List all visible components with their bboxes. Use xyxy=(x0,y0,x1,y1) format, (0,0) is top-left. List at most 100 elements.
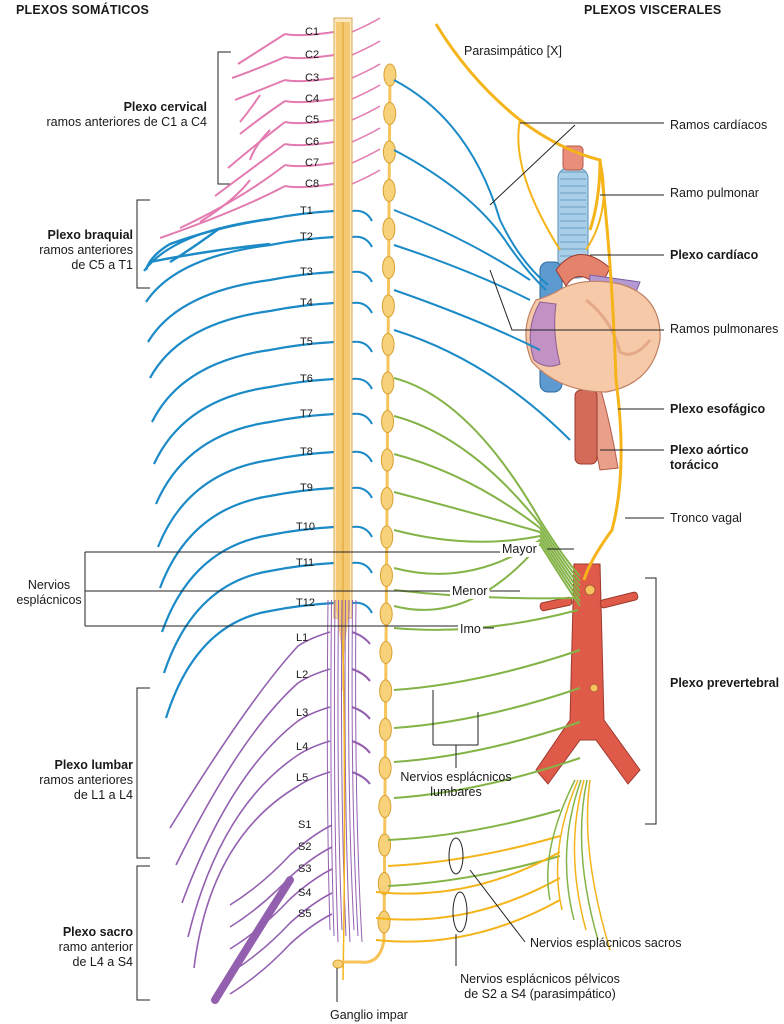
lumbar-nerve xyxy=(169,631,331,829)
greater-splanchnic-label: Mayor xyxy=(500,542,539,557)
leader-line xyxy=(469,869,526,943)
lumbar-plexus-label: Plexo lumbar ramos anteriores de L1 a L4 xyxy=(39,758,133,803)
segment-label-c8: C8 xyxy=(305,178,320,190)
sympathetic-ganglion xyxy=(380,448,394,472)
thoracic-ramus xyxy=(351,525,373,538)
thoracic-ramus xyxy=(351,377,373,390)
segment-label-s2: S2 xyxy=(298,841,312,853)
sympathetic-ganglion xyxy=(378,833,392,857)
renal-artery-right xyxy=(599,591,639,609)
cardiac-branches-label: Ramos cardíacos xyxy=(670,118,768,132)
cauda-equina-fiber xyxy=(355,599,363,943)
segment-label-c5: C5 xyxy=(305,114,320,126)
cervical-posterior-ramus xyxy=(351,63,381,79)
segment-label-l5: L5 xyxy=(296,772,309,784)
pelvic-splanchnic-nerve xyxy=(375,899,561,943)
cervical-root xyxy=(284,141,335,147)
esophageal-plexus-label: Plexo esofágico xyxy=(670,402,766,416)
thoracic-ramus xyxy=(351,601,373,614)
cauda-equina-fiber xyxy=(326,599,331,931)
thoracic-splanchnic-nerve xyxy=(393,415,581,582)
segment-label-c7: C7 xyxy=(305,157,320,169)
intercostal-nerve xyxy=(160,525,335,633)
parasympathetic-label: Parasimpático [X] xyxy=(464,44,562,58)
lumbar-nerve xyxy=(175,668,331,866)
cardiopulmonary-splanchnic-nerve xyxy=(393,244,531,301)
segment-label-t6: T6 xyxy=(300,373,313,385)
segment-label-t11: T11 xyxy=(296,557,315,569)
cardiopulmonary-splanchnic-nerve xyxy=(393,209,531,281)
sympathetic-ganglion xyxy=(377,872,391,895)
sympathetic-ganglion xyxy=(380,525,394,549)
segment-label-s4: S4 xyxy=(298,887,312,899)
brachial-plexus-desc1: ramos anteriores xyxy=(39,243,133,257)
cervical-posterior-ramus xyxy=(351,148,381,164)
pelvic-plexus-fiber xyxy=(565,779,582,921)
cervical-root xyxy=(284,162,335,168)
cervical-posterior-ramus xyxy=(351,17,381,33)
segment-label-t10: T10 xyxy=(296,521,315,533)
splanchnic-nerves-label: Nervios esplácnicos xyxy=(14,578,84,608)
thoracic-splanchnic-nerve xyxy=(393,542,581,611)
cardiopulmonary-splanchnic-nerve xyxy=(393,149,547,291)
brachial-plexus-desc2: de C5 a T1 xyxy=(71,258,133,272)
brachial-branch xyxy=(169,227,221,264)
thoracic-ramus xyxy=(351,450,373,463)
lumbar-ramus xyxy=(351,668,371,682)
cervical-plexus-label: Plexo cervical ramos anteriores de C1 a … xyxy=(47,100,208,130)
thoracic-aortic-plexus-label: Plexo aórtico torácico xyxy=(670,443,749,473)
cervical-branch xyxy=(179,164,286,229)
intercostal-nerve xyxy=(149,301,335,379)
segment-label-l4: L4 xyxy=(296,741,309,753)
splanchnic-nerves-line2: esplácnicos xyxy=(16,593,82,607)
lumbar-ramus xyxy=(351,706,371,720)
cervical-posterior-ramus xyxy=(351,40,381,56)
sacral-nerve xyxy=(229,868,333,950)
cauda-equina-fiber xyxy=(351,599,359,937)
intercostal-nerve xyxy=(156,450,335,548)
mesenteric-ganglion xyxy=(589,683,599,693)
thoracic-ramus xyxy=(351,301,373,314)
sympathetic-ganglion xyxy=(379,564,393,587)
vagal-trunk-label: Tronco vagal xyxy=(670,511,742,525)
bracket-lines xyxy=(136,51,657,1001)
vagal-pulmonary-branch xyxy=(585,159,605,251)
sympathetic-ganglion xyxy=(382,140,396,164)
segment-label-c6: C6 xyxy=(305,136,320,148)
abdominal-aorta xyxy=(535,563,641,785)
sympathetic-ganglion xyxy=(381,333,395,356)
sympathetic-ganglion xyxy=(379,679,393,703)
cervical-branch xyxy=(234,79,286,101)
lumbar-ramus xyxy=(351,740,371,754)
sympathetic-ganglion xyxy=(383,102,397,125)
sacral-splanchnic-group-marker xyxy=(448,837,464,875)
lumbar-ramus xyxy=(351,631,371,645)
segment-label-c2: C2 xyxy=(305,49,320,61)
sympathetic-ganglion xyxy=(378,756,392,780)
sympathetic-ganglion xyxy=(381,371,395,395)
cervical-plexus-name: Plexo cervical xyxy=(123,100,207,114)
sympathetic-ganglion xyxy=(377,910,391,934)
lumbar-splanchnic-nerve xyxy=(393,757,581,799)
thoracic-splanchnic-nerve xyxy=(393,491,581,592)
segment-label-l1: L1 xyxy=(296,632,309,644)
pelvic-plexus-fiber xyxy=(586,779,611,951)
brachial-plexus-name: Plexo braquial xyxy=(47,228,133,242)
cervical-branch xyxy=(239,94,261,123)
somatic-plexuses-header: PLEXOS SOMÁTICOS xyxy=(16,3,150,17)
segment-label-t8: T8 xyxy=(300,446,313,458)
leader-line xyxy=(489,269,664,331)
pelvic-splanchnic-nerve xyxy=(375,877,561,921)
lumbar-nerve xyxy=(181,706,331,904)
sacral-plexus-label: Plexo sacro ramo anterior de L4 a S4 xyxy=(59,925,133,970)
segment-label-t3: T3 xyxy=(300,266,313,278)
sacral-splanchnic-label: Nervios esplácnicos sacros xyxy=(530,936,682,950)
sacral-nerve xyxy=(229,913,333,995)
cauda-equina-fiber xyxy=(330,599,335,937)
segment-label-l3: L3 xyxy=(296,707,309,719)
thoracic-aortic-plexus-line2: torácico xyxy=(670,458,719,472)
pelvic-plexus-fiber xyxy=(573,779,587,931)
vagal-cardiac-branch xyxy=(517,119,561,251)
lumbar-plexus-desc1: ramos anteriores xyxy=(39,773,133,787)
thoracic-ramus xyxy=(351,209,373,222)
